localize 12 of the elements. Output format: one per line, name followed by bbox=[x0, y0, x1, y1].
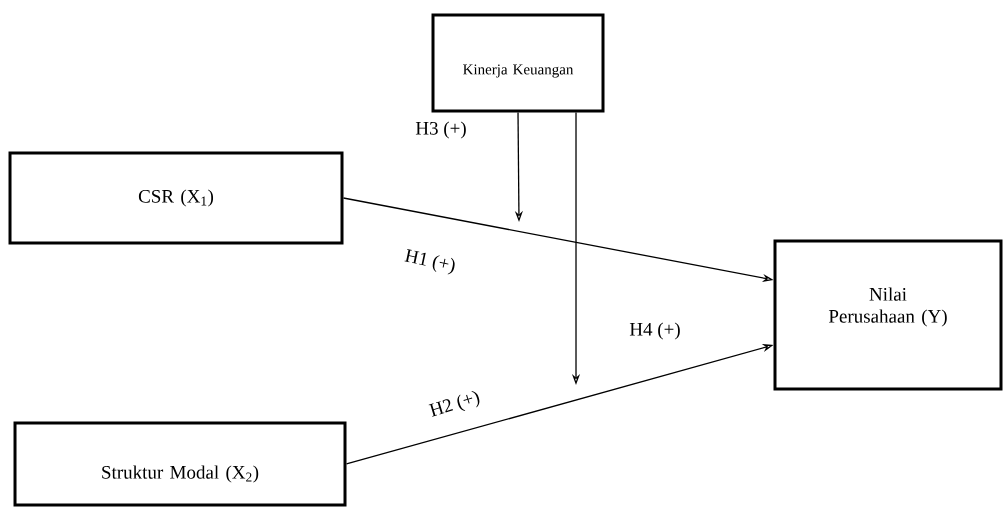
edge-label: H4 (+) bbox=[628, 321, 682, 341]
box bbox=[773, 239, 1003, 391]
edge-label: H3 (+) bbox=[414, 120, 468, 140]
box-text: CSR (X$_{1}$) bbox=[138, 189, 214, 207]
box-text: Struktur Modal (X$_{2}$) bbox=[102, 465, 259, 483]
box-text: Kinerja Keuangan bbox=[463, 64, 574, 78]
edge-label: H2 (+) bbox=[426, 388, 484, 422]
box bbox=[431, 13, 605, 113]
box-text: Nilai Perusahaan (Y) bbox=[828, 287, 947, 327]
box bbox=[13, 421, 347, 507]
edge-label: H1 (+) bbox=[401, 247, 459, 277]
box bbox=[8, 151, 344, 245]
